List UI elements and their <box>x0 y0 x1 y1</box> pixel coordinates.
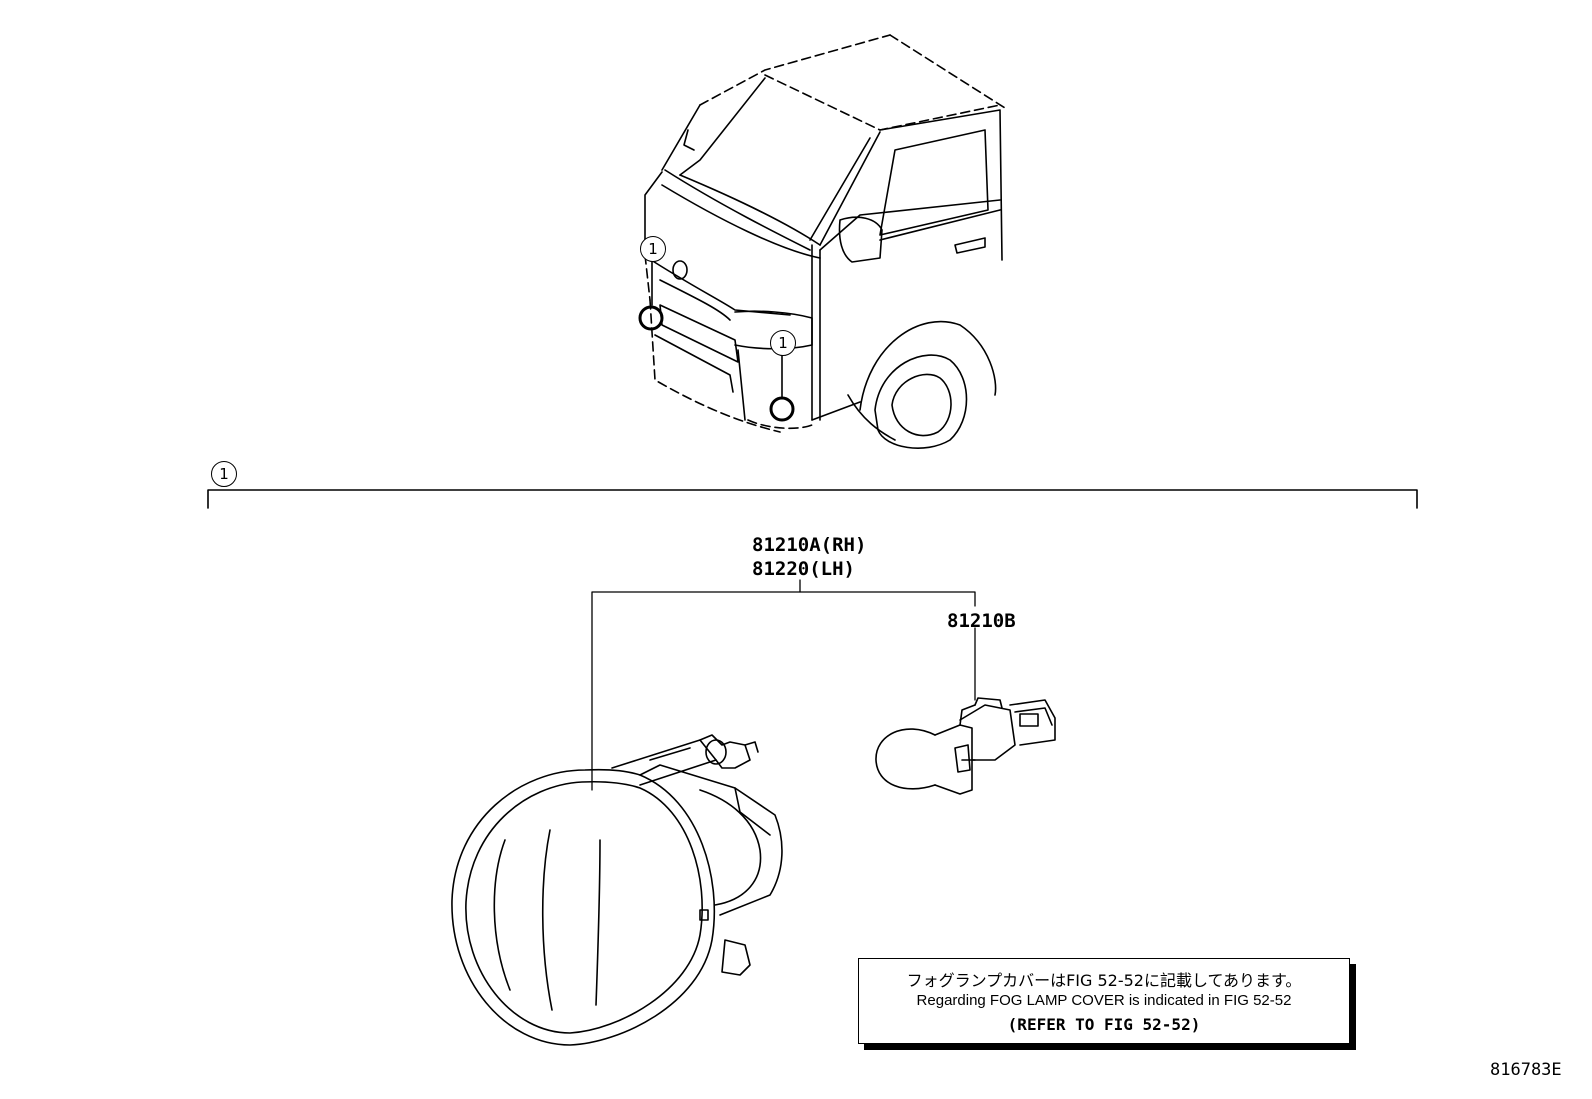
callout-bracket <box>207 489 1418 509</box>
callout-number: 1 <box>219 465 229 483</box>
part-number-lamp-lh: 81220(LH) <box>752 558 855 580</box>
part-number-lamp-rh: 81210A(RH) <box>752 534 867 556</box>
part-number-bulb: 81210B <box>947 610 1016 632</box>
reference-note: フォグランプカバーはFIG 52-52に記載してあります。 Regarding … <box>858 958 1350 1044</box>
note-english: Regarding FOG LAMP COVER is indicated in… <box>916 992 1292 1009</box>
fog-lamp-locations <box>638 257 795 422</box>
note-japanese: フォグランプカバーはFIG 52-52に記載してあります。 <box>906 971 1302 990</box>
vehicle-illustration <box>644 34 1006 449</box>
callout-circle-vehicle-left: 1 <box>640 236 666 262</box>
callout-circle-vehicle-right: 1 <box>770 330 796 356</box>
note-reference: (REFER TO FIG 52-52) <box>1007 1015 1201 1034</box>
callout-number: 1 <box>778 334 788 352</box>
leader-lines <box>591 579 976 791</box>
callout-number: 1 <box>648 240 658 258</box>
fog-lamp-assembly <box>451 734 783 1046</box>
illustration-id: 816783E <box>1490 1060 1562 1080</box>
callout-circle-group: 1 <box>211 461 237 487</box>
bulb-illustration <box>875 697 1056 795</box>
